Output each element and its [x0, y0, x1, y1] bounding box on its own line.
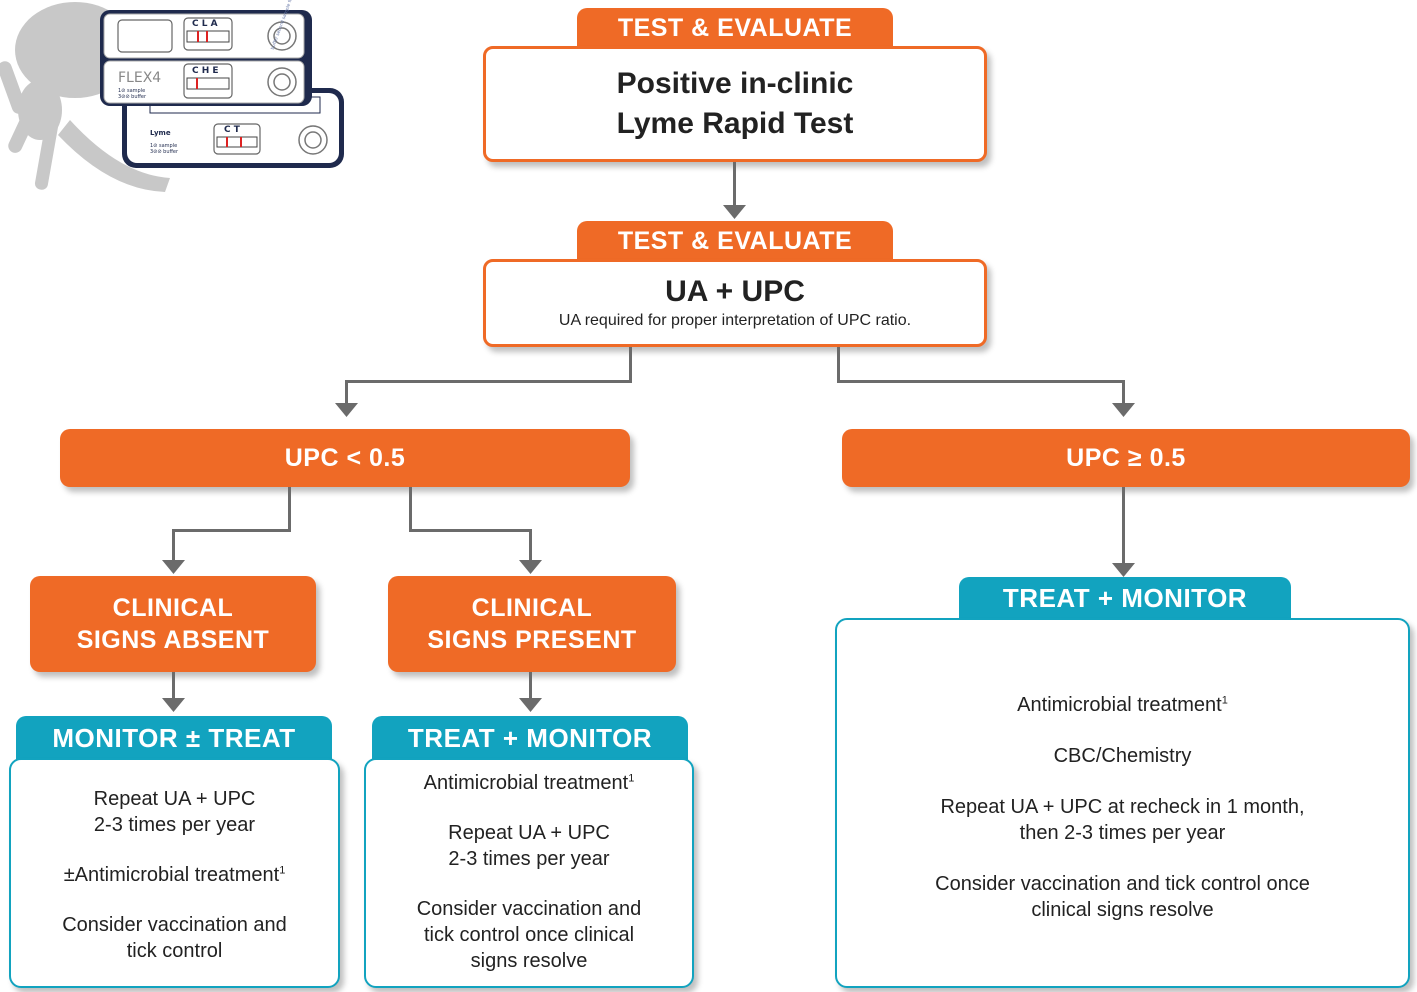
lyme-test-kit-icon: Lyme 1⊘ sample 3⊘⊘ buffer C T	[122, 88, 344, 168]
connector	[345, 380, 632, 383]
tick-and-test-kits-illustration: Lyme 1⊘ sample 3⊘⊘ buffer C T C L A FLEX…	[0, 0, 344, 192]
monitor-treat-box: Repeat UA + UPC 2-3 times per year ±Anti…	[9, 758, 340, 988]
kit3-brand: Lyme	[150, 129, 171, 137]
step2-tab-label: TEST & EVALUATE	[617, 226, 853, 255]
treat-monitor-mid-tab: TREAT + MONITOR	[372, 716, 688, 760]
connector	[345, 380, 348, 405]
treat-monitor-mid-tab-label: TREAT + MONITOR	[407, 722, 653, 753]
footnote-marker: 1	[1221, 694, 1228, 707]
connector	[409, 529, 532, 532]
step1-tab-label: TEST & EVALUATE	[617, 13, 853, 42]
connector	[288, 487, 291, 531]
step2-subtitle: UA required for proper interpretation of…	[558, 312, 912, 329]
connector	[172, 672, 175, 700]
step2-title: UA + UPC	[665, 275, 805, 308]
connector	[172, 529, 291, 532]
clinical-signs-present-line1: CLINICAL	[471, 594, 593, 622]
connector	[629, 347, 632, 382]
step1-tab: TEST & EVALUATE	[577, 8, 893, 48]
kit3-sample: 1⊘ sample	[150, 143, 177, 149]
monitor-treat-item-antimicrobial-text: ±Antimicrobial treatment	[63, 864, 280, 886]
treat-monitor-right-item-repeat: Repeat UA + UPC at recheck in 1 month, t…	[940, 796, 1305, 844]
clinical-signs-absent-line1: CLINICAL	[112, 594, 234, 622]
monitor-treat-item-repeat: Repeat UA + UPC 2-3 times per year	[93, 788, 256, 836]
step1-line2: Lyme Rapid Test	[616, 107, 854, 140]
arrowhead-icon	[1112, 563, 1135, 577]
branch-upc-high-label: UPC ≥ 0.5	[1066, 443, 1186, 472]
kit1-letters: C L A	[192, 19, 218, 29]
connector	[1122, 487, 1125, 565]
connector	[837, 380, 1125, 383]
step2-tab: TEST & EVALUATE	[577, 221, 893, 261]
connector	[529, 529, 532, 562]
treat-monitor-right-item-antimicrobial-text: Antimicrobial treatment	[1017, 694, 1222, 716]
clinical-signs-absent-line2: SIGNS ABSENT	[76, 626, 270, 654]
treat-monitor-mid-item-antimicrobial: Antimicrobial treatment1	[424, 770, 635, 796]
branch-upc-low: UPC < 0.5	[60, 429, 630, 487]
treat-monitor-right-tab-label: TREAT + MONITOR	[1002, 583, 1248, 613]
treat-monitor-mid-item-antimicrobial-text: Antimicrobial treatment	[423, 772, 629, 794]
connector	[733, 162, 736, 208]
connector	[837, 347, 840, 382]
monitor-treat-tab-label: MONITOR ± TREAT	[52, 722, 296, 753]
treat-monitor-right-box: Antimicrobial treatment1 CBC/Chemistry R…	[835, 618, 1410, 988]
treat-monitor-right-item-antimicrobial: Antimicrobial treatment1	[1017, 692, 1228, 718]
footnote-marker: 1	[279, 864, 286, 877]
kit2-sample: 1⊘ sample	[118, 88, 145, 94]
connector	[1122, 380, 1125, 405]
clinical-signs-present-line2: SIGNS PRESENT	[427, 626, 637, 654]
branch-upc-high: UPC ≥ 0.5	[842, 429, 1410, 487]
monitor-treat-item-vaccination: Consider vaccination and tick control	[62, 914, 287, 962]
kit2-buffer: 3⊘⊘ buffer	[118, 94, 147, 100]
step1-box: Positive in-clinic Lyme Rapid Test	[483, 46, 987, 162]
clinical-signs-present: CLINICAL SIGNS PRESENT	[388, 576, 676, 672]
connector	[172, 529, 175, 562]
arrowhead-icon	[519, 698, 542, 712]
clinical-signs-absent: CLINICAL SIGNS ABSENT	[30, 576, 316, 672]
kit2-brand: FLEX4	[118, 70, 161, 86]
treat-monitor-mid-box: Antimicrobial treatment1 Repeat UA + UPC…	[364, 758, 694, 988]
flex4-test-kit-icon: C L A FLEX4 1⊘ sample 3⊘⊘ buffer C H E b…	[100, 0, 312, 106]
arrowhead-icon	[723, 205, 746, 219]
monitor-treat-tab: MONITOR ± TREAT	[16, 716, 332, 760]
connector	[529, 672, 532, 700]
kit2-letters: C H E	[192, 66, 219, 76]
arrowhead-icon	[162, 698, 185, 712]
treat-monitor-mid-item-vaccination: Consider vaccination and tick control on…	[416, 898, 642, 972]
arrowhead-icon	[162, 560, 185, 574]
treat-monitor-mid-item-repeat: Repeat UA + UPC 2-3 times per year	[448, 822, 610, 870]
treat-monitor-right-tab: TREAT + MONITOR	[959, 577, 1291, 620]
step2-box: UA + UPC UA required for proper interpre…	[483, 259, 987, 347]
branch-upc-low-label: UPC < 0.5	[284, 443, 406, 472]
arrowhead-icon	[1112, 403, 1135, 417]
step1-line1: Positive in-clinic	[616, 67, 854, 100]
kit3-letters: C T	[224, 125, 241, 135]
kit3-buffer: 3⊘⊘ buffer	[150, 149, 179, 155]
connector	[409, 487, 412, 531]
arrowhead-icon	[335, 403, 358, 417]
monitor-treat-item-antimicrobial: ±Antimicrobial treatment1	[64, 862, 286, 888]
arrowhead-icon	[519, 560, 542, 574]
footnote-marker: 1	[628, 772, 635, 785]
treat-monitor-right-item-vaccination: Consider vaccination and tick control on…	[935, 873, 1310, 921]
treat-monitor-right-item-cbc: CBC/Chemistry	[1053, 745, 1192, 767]
